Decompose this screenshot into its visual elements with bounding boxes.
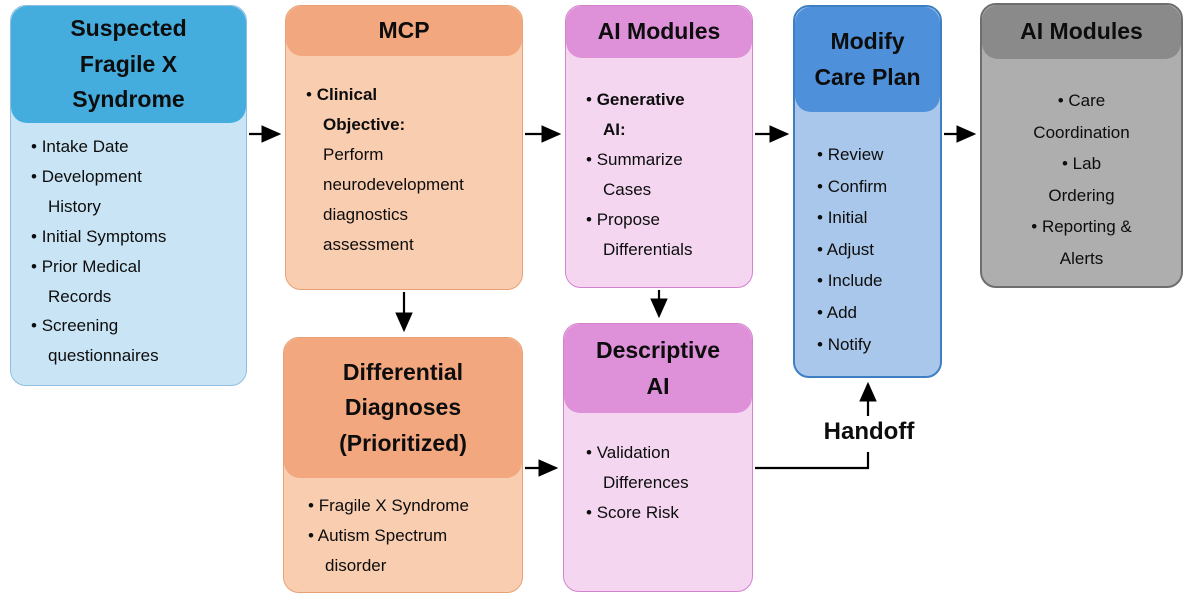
box-item-list: Clinical Objective: Perform neurodevelop… bbox=[286, 56, 522, 267]
list-item: Autism Spectrum disorder bbox=[308, 521, 512, 581]
box-modify-care-plan: Modify Care Plan Review Confirm Initial … bbox=[793, 5, 942, 378]
list-item: Validation Differences bbox=[586, 438, 726, 498]
list-item: Prior Medical Records bbox=[31, 252, 232, 312]
list-item: Development History bbox=[31, 162, 232, 222]
box-item-list: Care Coordination Lab Ordering Reporting… bbox=[982, 59, 1181, 283]
list-item: Care Coordination bbox=[1000, 85, 1163, 148]
box-differential-diagnoses: Differential Diagnoses (Prioritized) Fra… bbox=[283, 337, 523, 593]
list-item: Review bbox=[817, 139, 934, 171]
list-item: Generative AI: bbox=[586, 85, 728, 145]
box-title: MCP bbox=[286, 6, 522, 56]
box-title: AI Modules bbox=[982, 5, 1181, 59]
list-item: Add bbox=[817, 297, 934, 329]
list-item: Lab Ordering bbox=[1000, 148, 1163, 211]
box-mcp: MCP Clinical Objective: Perform neurodev… bbox=[285, 5, 523, 290]
box-item-list: Intake Date Development History Initial … bbox=[11, 123, 246, 379]
list-item: Adjust bbox=[817, 234, 934, 266]
list-item: Propose Differentials bbox=[586, 205, 728, 265]
box-title: Modify Care Plan bbox=[795, 7, 940, 112]
handoff-label: Handoff bbox=[823, 418, 915, 445]
item-bold-text: Clinical Objective: bbox=[316, 85, 406, 134]
box-title: AI Modules bbox=[566, 6, 752, 58]
list-item: Intake Date bbox=[31, 132, 232, 162]
list-item: Reporting & Alerts bbox=[1000, 211, 1163, 274]
box-ai-modules-operations: AI Modules Care Coordination Lab Orderin… bbox=[980, 3, 1183, 288]
box-title: Suspected Fragile X Syndrome bbox=[11, 6, 246, 123]
item-text: Perform neurodevelopment diagnostics ass… bbox=[323, 144, 464, 254]
box-title: Descriptive AI bbox=[564, 324, 752, 413]
box-title: Differential Diagnoses (Prioritized) bbox=[284, 338, 522, 478]
list-item: Notify bbox=[817, 329, 934, 361]
box-ai-modules-generative: AI Modules Generative AI: Summarize Case… bbox=[565, 5, 753, 288]
box-item-list: Generative AI: Summarize Cases Propose D… bbox=[566, 58, 752, 272]
item-bold-text: Generative AI: bbox=[596, 90, 685, 139]
list-item: Summarize Cases bbox=[586, 145, 728, 205]
line-descriptive-to-handoff bbox=[755, 452, 870, 470]
list-item: Initial bbox=[817, 202, 934, 234]
box-suspected-fragile-x: Suspected Fragile X Syndrome Intake Date… bbox=[10, 5, 247, 386]
list-item: Confirm bbox=[817, 171, 934, 203]
list-item: Clinical Objective: Perform neurodevelop… bbox=[306, 80, 484, 259]
list-item: Initial Symptoms bbox=[31, 222, 232, 252]
list-item: Screening questionnaires bbox=[31, 311, 232, 371]
list-item: Score Risk bbox=[586, 498, 726, 528]
list-item: Include bbox=[817, 265, 934, 297]
list-item: Fragile X Syndrome bbox=[308, 491, 512, 521]
box-item-list: Validation Differences Score Risk bbox=[564, 413, 752, 536]
box-descriptive-ai: Descriptive AI Validation Differences Sc… bbox=[563, 323, 753, 592]
box-item-list: Fragile X Syndrome Autism Spectrum disor… bbox=[284, 478, 522, 589]
box-item-list: Review Confirm Initial Adjust Include Ad… bbox=[795, 112, 940, 368]
